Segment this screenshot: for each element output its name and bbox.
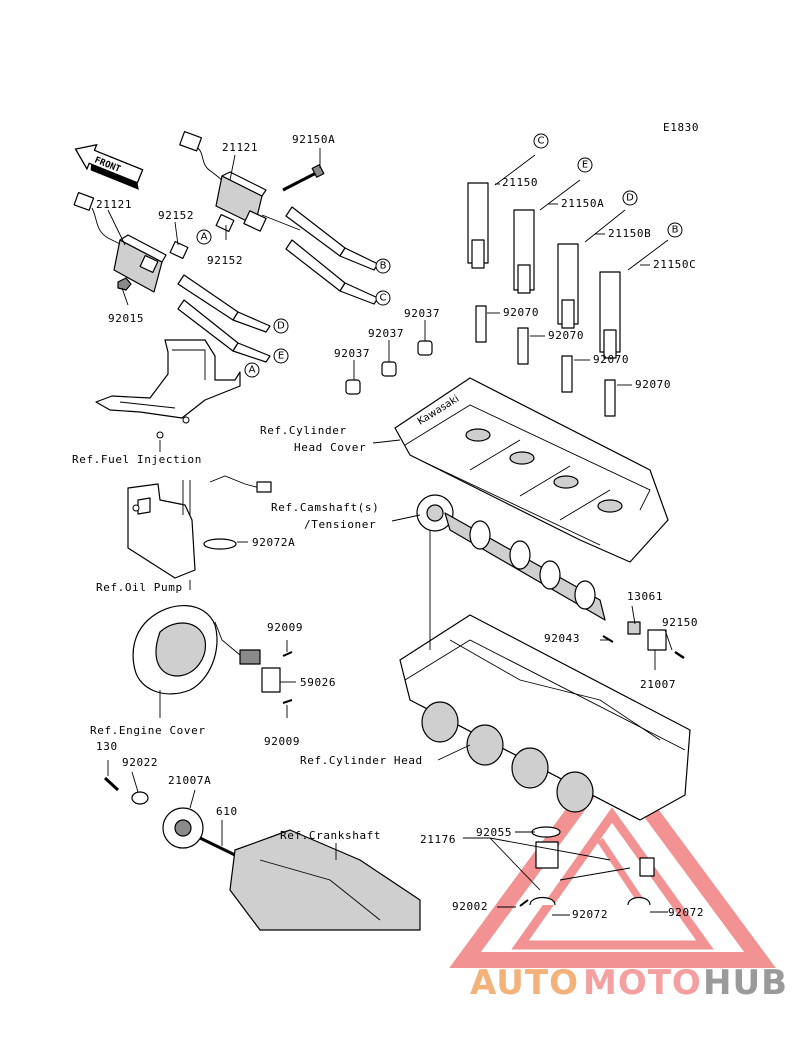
ref-camshaft-line1: Ref.Camshaft(s) <box>271 501 379 514</box>
coil-bracket <box>95 339 241 439</box>
label-92009-bottom: 92009 <box>264 735 300 748</box>
cam-sensor <box>519 826 655 907</box>
plug-caps <box>467 154 669 359</box>
label-92009-top: 92009 <box>267 621 303 634</box>
label-92072a: 92072A <box>252 536 295 549</box>
label-92037-3: 92037 <box>334 347 370 360</box>
label-130: 130 <box>96 740 118 753</box>
label-92072-1: 92072 <box>572 908 608 921</box>
callout-c-coil: C <box>375 290 391 306</box>
callout-d-wire: D <box>622 190 638 206</box>
part-labels: 21121 92150A 21121 92152 92152 92015 211… <box>96 133 704 921</box>
svg-text:B: B <box>380 261 387 272</box>
label-610: 610 <box>216 805 238 818</box>
label-21121-upper: 21121 <box>222 141 258 154</box>
label-92037-1: 92037 <box>404 307 440 320</box>
ref-cylinder-head-cover-line1: Ref.Cylinder <box>260 424 347 437</box>
watermark-moto: MOTO <box>583 963 702 1003</box>
label-21150: 21150 <box>502 176 538 189</box>
callout-e-coil: E <box>273 348 289 364</box>
label-59026: 59026 <box>300 676 336 689</box>
watermark-triangle-inner <box>511 807 714 950</box>
label-13061: 13061 <box>627 590 663 603</box>
svg-text:A: A <box>201 232 208 243</box>
label-92037-2: 92037 <box>368 327 404 340</box>
callout-d-coil: D <box>273 318 289 334</box>
label-92043: 92043 <box>544 632 580 645</box>
cylinder-head <box>399 614 691 821</box>
ref-engine-cover: Ref.Engine Cover <box>90 724 206 737</box>
label-92055: 92055 <box>476 826 512 839</box>
engine-cover <box>132 475 293 704</box>
watermark-hub: HUB <box>703 963 788 1003</box>
label-92070-4: 92070 <box>635 378 671 391</box>
label-21150c: 21150C <box>653 258 696 271</box>
ref-cylinder-head: Ref.Cylinder Head <box>300 754 423 767</box>
reference-labels: Ref.Cylinder Head Cover Ref.Fuel Injecti… <box>72 424 423 842</box>
ref-oil-pump: Ref.Oil Pump <box>96 581 183 594</box>
label-92152-right: 92152 <box>207 254 243 267</box>
svg-text:C: C <box>538 136 545 147</box>
label-92002: 92002 <box>452 900 488 913</box>
front-arrow: FRONT <box>74 143 144 190</box>
label-21176: 21176 <box>420 833 456 846</box>
svg-text:D: D <box>277 321 285 332</box>
ref-fuel-injection: Ref.Fuel Injection <box>72 453 202 466</box>
callout-e-wire: E <box>577 157 593 173</box>
svg-text:C: C <box>380 293 387 304</box>
crank-rotor <box>103 776 421 931</box>
cylinder-head-cover: Kawasaki <box>394 377 669 563</box>
watermark-auto: AUTO <box>470 963 579 1003</box>
label-92150: 92150 <box>662 616 698 629</box>
svg-text:E: E <box>582 160 588 171</box>
label-21150a: 21150A <box>561 197 604 210</box>
svg-text:D: D <box>626 193 634 204</box>
callout-b-wire: B <box>667 222 683 238</box>
callout-a-upper: A <box>196 229 212 245</box>
label-92150a: 92150A <box>292 133 335 146</box>
ignition-coil-upper <box>179 131 379 305</box>
leader-lines <box>107 148 673 916</box>
oil-pump-cover <box>127 480 196 579</box>
label-21007: 21007 <box>640 678 676 691</box>
label-92070-1: 92070 <box>503 306 539 319</box>
ignition-coil-lower <box>73 192 271 363</box>
label-92152-left: 92152 <box>158 209 194 222</box>
diagram-id: E1830 <box>663 121 699 134</box>
ref-camshaft-line2: /Tensioner <box>304 518 376 531</box>
callout-c-wire: C <box>533 133 549 149</box>
label-21121-lower: 21121 <box>96 198 132 211</box>
watermark-text: AUTO MOTO HUB <box>470 963 788 1003</box>
spark-plugs <box>475 305 616 417</box>
ref-cylinder-head-cover-line2: Head Cover <box>294 441 366 454</box>
label-92070-3: 92070 <box>593 353 629 366</box>
callout-a-bracket: A <box>244 362 260 378</box>
label-92015: 92015 <box>108 312 144 325</box>
callout-b-coil: B <box>375 258 391 274</box>
label-92072-2: 92072 <box>668 906 704 919</box>
label-92070-2: 92070 <box>548 329 584 342</box>
ref-crankshaft: Ref.Crankshaft <box>280 829 381 842</box>
svg-text:B: B <box>672 225 679 236</box>
label-92022: 92022 <box>122 756 158 769</box>
camshaft <box>416 494 685 660</box>
clip-92072a <box>203 538 237 550</box>
svg-text:E: E <box>278 351 284 362</box>
svg-text:A: A <box>249 365 256 376</box>
callout-circles: A B C D E A C E D B <box>196 133 683 378</box>
label-21007a: 21007A <box>168 774 211 787</box>
label-21150b: 21150B <box>608 227 651 240</box>
